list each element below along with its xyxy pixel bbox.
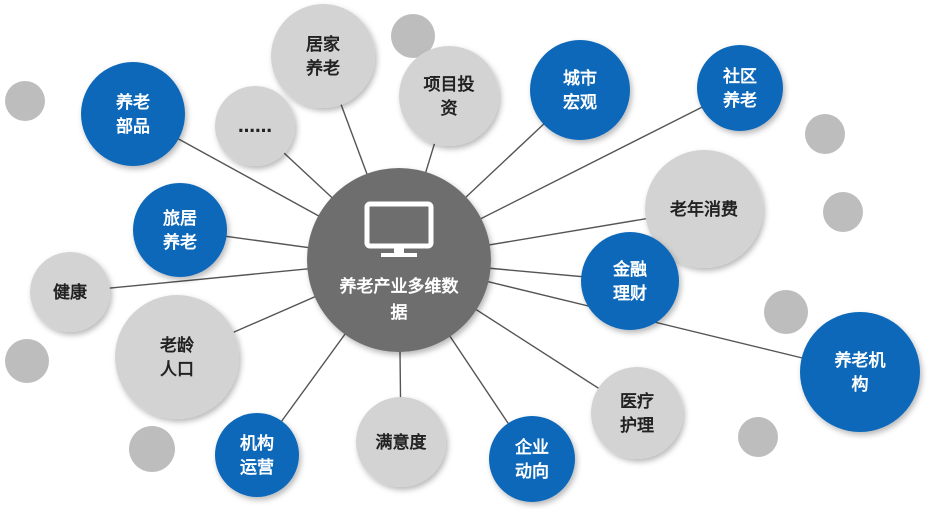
node-label: 老龄 <box>159 335 195 356</box>
node-circle <box>645 150 763 268</box>
center-label-line1: 养老产业多维数 <box>339 276 460 297</box>
decor-dot <box>5 339 49 383</box>
node-label: 居家 <box>306 34 340 55</box>
node-label: 部品 <box>116 116 150 137</box>
node-circle <box>115 295 239 419</box>
node-circle <box>489 416 575 502</box>
node-label: 养老 <box>115 92 150 113</box>
node-circle <box>800 312 920 432</box>
node-label: 养老机 <box>834 350 886 371</box>
node-label: 理财 <box>613 283 647 304</box>
decor-dot <box>5 81 45 121</box>
node-circle <box>271 4 375 108</box>
node-label: 养老 <box>722 90 757 111</box>
node-circle <box>356 397 446 487</box>
decor-dot <box>764 290 808 334</box>
node-label: 运营 <box>240 457 274 478</box>
decor-dot <box>738 417 778 457</box>
node-circle <box>81 62 185 166</box>
node-circle <box>591 367 683 459</box>
node-circle <box>215 86 295 166</box>
node-manyidu: 满意度 <box>356 397 446 487</box>
node-label: 养老 <box>305 58 340 79</box>
node-label: 医疗 <box>620 391 654 412</box>
node-laonian-xiaofei: 老年消费 <box>645 150 763 268</box>
node-label: 社区 <box>722 66 757 87</box>
node-circle <box>399 46 499 146</box>
node-label: 满意度 <box>376 432 428 453</box>
center-label-line2: 据 <box>391 302 408 323</box>
decor-dot <box>129 426 175 472</box>
center-node: 养老产业多维数 据 <box>307 168 491 352</box>
node-label: 人口 <box>160 360 194 380</box>
node-circle <box>30 252 110 332</box>
node-jiankang: 健康 <box>30 252 110 332</box>
node-label: 构 <box>852 374 869 395</box>
center-circle <box>307 168 491 352</box>
node-label: 资 <box>441 98 458 119</box>
topic-nodes: 养老部品……居家养老项目投资城市宏观社区养老老年消费金融理财养老机构医疗护理企业… <box>30 4 920 502</box>
decorative-dots <box>5 14 863 472</box>
node-label: 旅居 <box>163 208 197 229</box>
node-label: 宏观 <box>563 92 597 113</box>
node-ellipsis: …… <box>215 86 295 166</box>
node-circle <box>697 45 783 131</box>
node-circle <box>133 183 227 277</box>
node-circle <box>581 232 679 330</box>
node-label: 城市 <box>563 68 597 89</box>
node-label: 动向 <box>515 461 549 482</box>
monitor-icon <box>364 201 434 257</box>
node-label: 企业 <box>514 437 549 458</box>
decor-dot <box>805 114 845 154</box>
decor-dot <box>391 14 435 58</box>
node-label: 金融 <box>612 259 647 280</box>
node-label: 护理 <box>620 415 654 436</box>
decor-dot <box>823 192 863 232</box>
node-label: 机构 <box>240 433 274 454</box>
node-label: 养老 <box>162 232 197 253</box>
node-label: 健康 <box>53 282 88 303</box>
node-label: …… <box>238 117 272 137</box>
node-circle <box>530 40 630 140</box>
node-circle <box>215 413 299 497</box>
node-label: 项目投 <box>424 74 475 95</box>
node-label: 老年消费 <box>669 199 738 220</box>
